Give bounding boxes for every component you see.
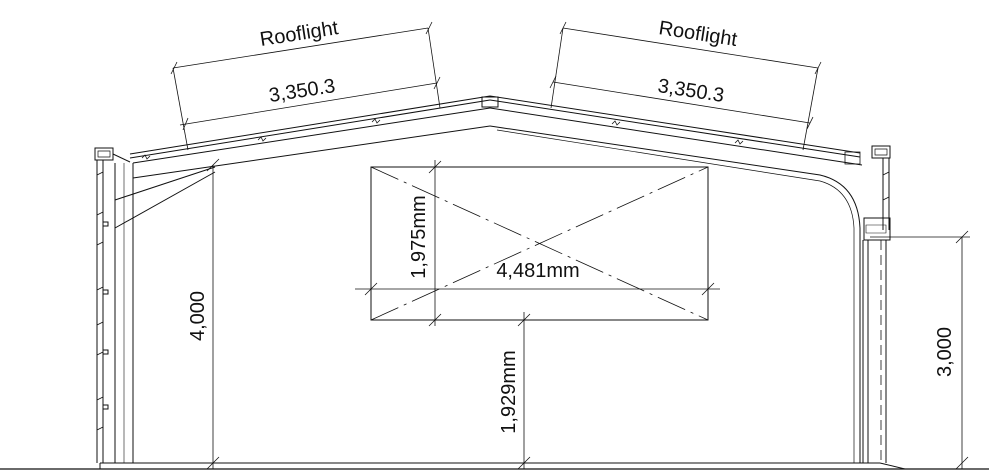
- left-wall: [94, 147, 216, 463]
- rooflight-left-length: 3,350.3: [267, 75, 336, 107]
- rooflight-left-label: Rooflight: [258, 17, 340, 51]
- opening-outline: [370, 166, 709, 321]
- rooflight-right-length: 3,350.3: [656, 75, 725, 107]
- roof-structure: [129, 95, 863, 463]
- opening-width-dimension: 4,481mm: [496, 260, 579, 282]
- floor-slab: [0, 462, 989, 470]
- rooflight-right-label: Rooflight: [657, 17, 739, 51]
- eaves-height-dimension: 4,000: [187, 291, 209, 341]
- opening-height-dimension: 1,975mm: [408, 195, 430, 278]
- door-height-dimension: 3,000: [934, 327, 956, 377]
- right-wall: [862, 145, 891, 463]
- opening-sill-height-dimension: 1,929mm: [498, 350, 520, 433]
- dimension-lines: [170, 21, 970, 470]
